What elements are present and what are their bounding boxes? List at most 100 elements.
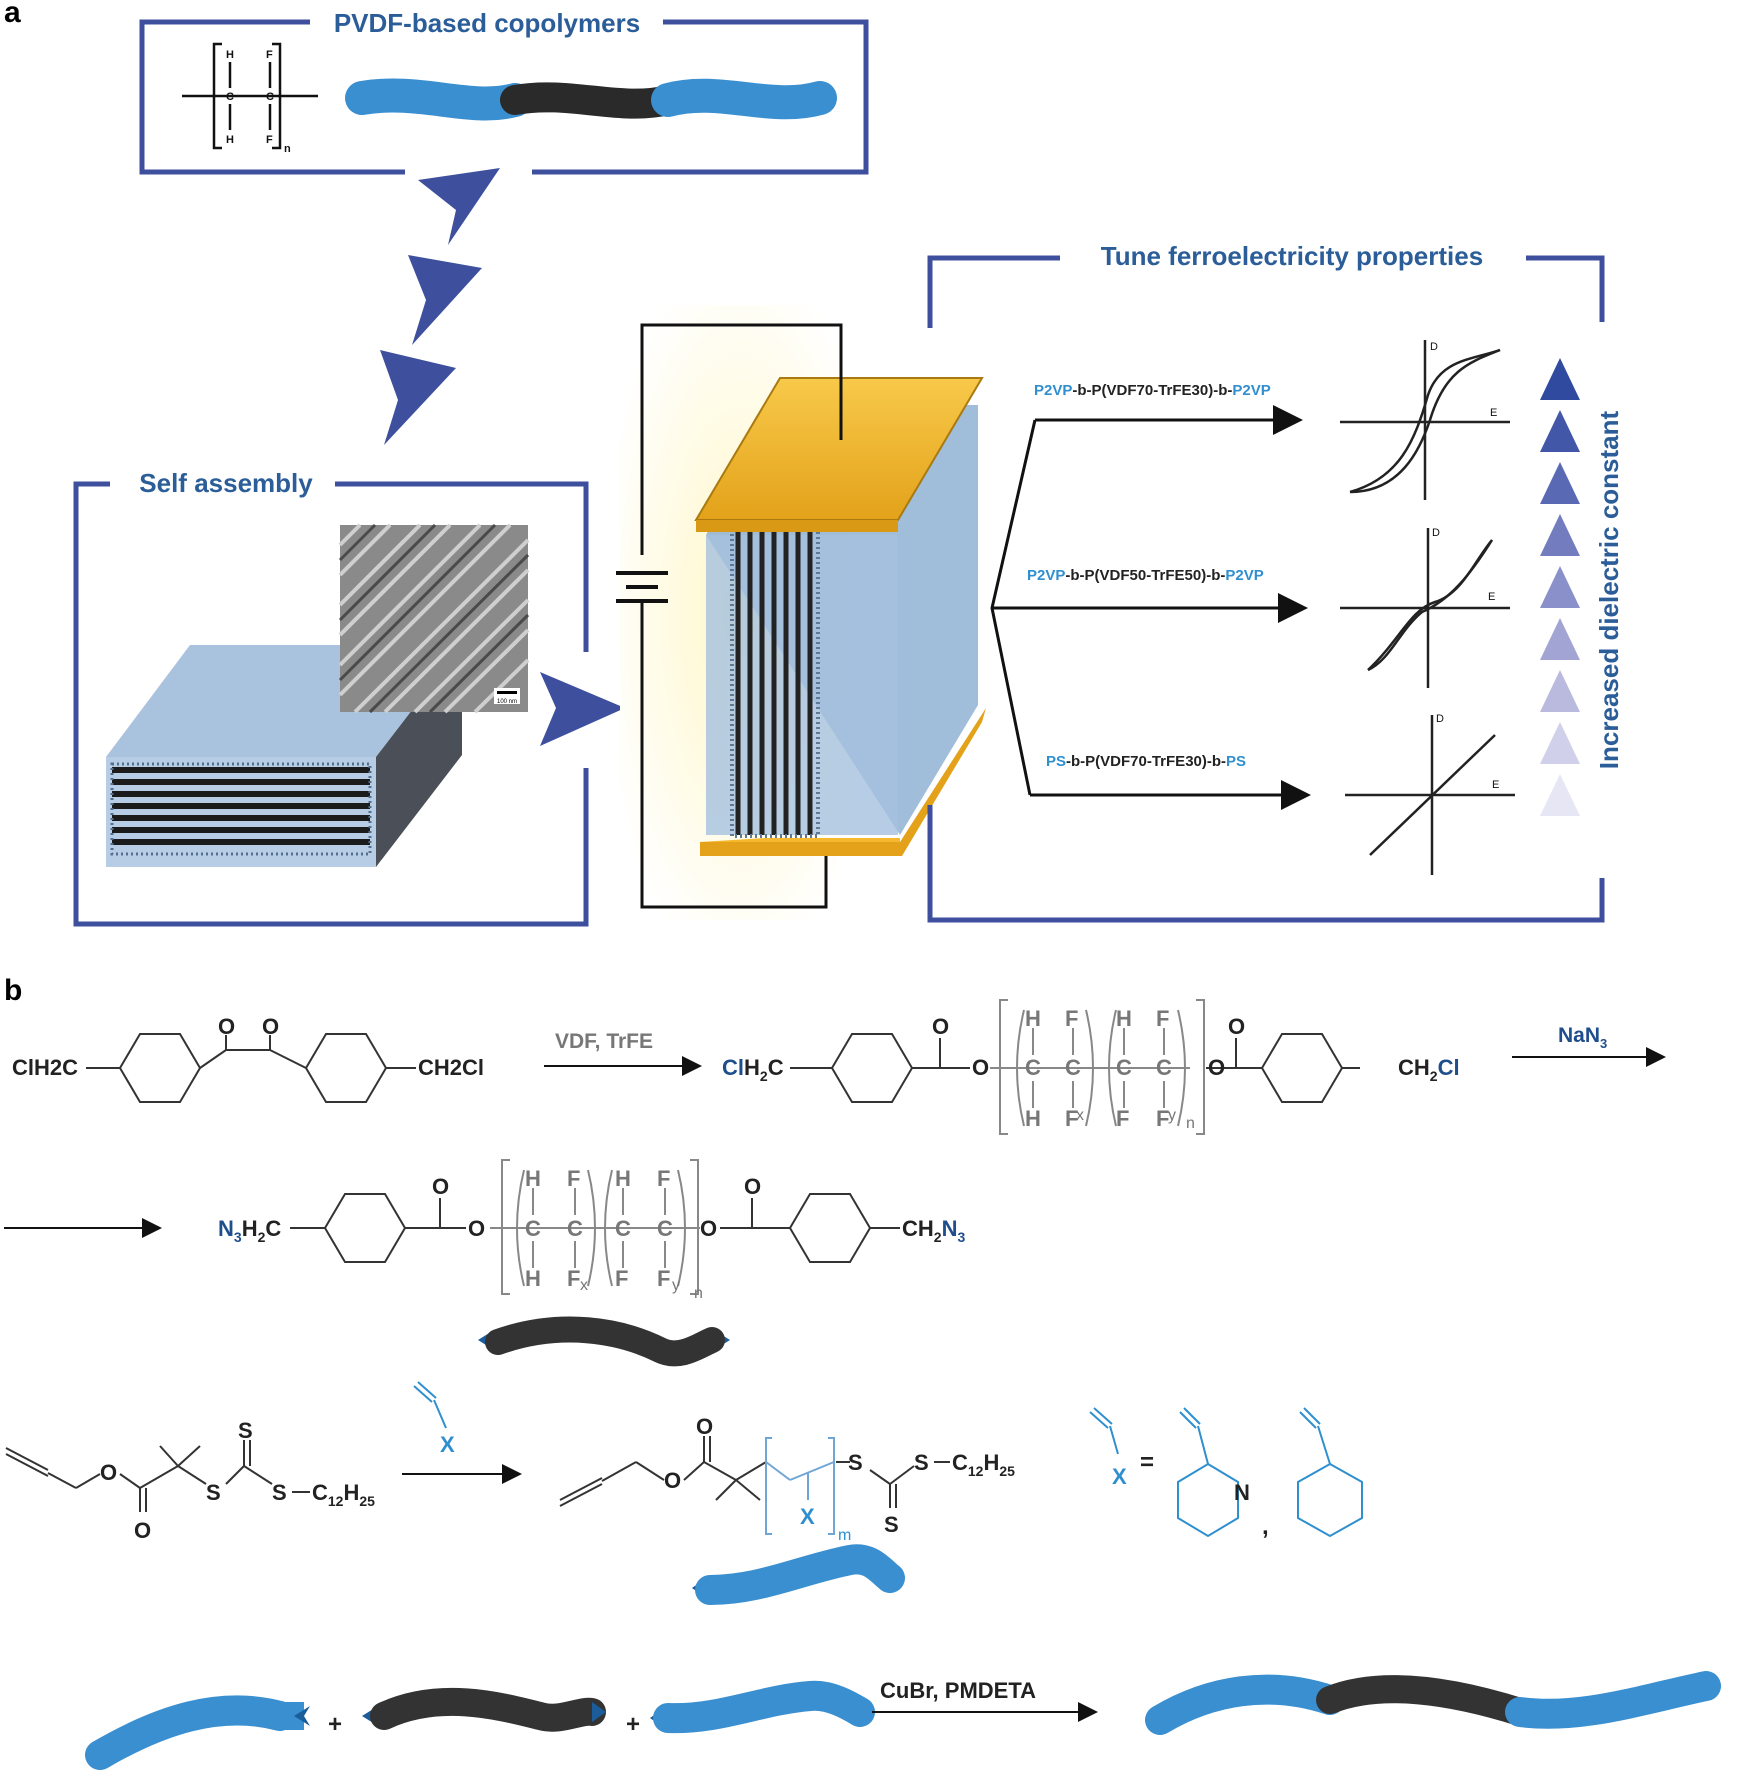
row3-label: PS-b-P(VDF70-TrFE30)-b-PS [1046, 753, 1246, 770]
az-h1: H [525, 1166, 541, 1191]
p1-h3: H [1025, 1106, 1041, 1131]
x-definition [1089, 1407, 1363, 1538]
mr-o-ester: O [664, 1468, 681, 1493]
click-reactant-blue-right [650, 1680, 875, 1734]
row1-post: P2VP [1232, 382, 1270, 399]
benzil-structure [86, 1033, 416, 1103]
tem-inset: 100 nm [338, 523, 530, 714]
dielectric-triangles [1540, 358, 1580, 816]
p1-f3: F [1065, 1106, 1078, 1131]
macro-raft-structure [559, 1436, 950, 1508]
dielectric-label: Increased dielectric constant [1594, 410, 1624, 769]
raft-agent-structure [5, 1440, 310, 1512]
row2-pre: P2VP [1027, 567, 1065, 584]
plot2-d: D [1432, 527, 1440, 539]
click-reactant-black [362, 1687, 606, 1732]
row3-mid: P(VDF70-TrFE30) [1085, 753, 1207, 770]
row1-mid: P(VDF70-TrFE30) [1092, 382, 1214, 399]
monomer-c2: C [266, 91, 274, 103]
pyridine-n: N [1234, 1480, 1250, 1505]
azide-chain-icon [478, 1316, 730, 1367]
battery-icon [616, 571, 668, 603]
az-sub-x: x [580, 1277, 588, 1294]
panel-a-label: a [4, 0, 21, 29]
pvdf-title: PVDF-based copolymers [334, 8, 640, 38]
p1-sub-x: x [1076, 1107, 1084, 1124]
row3-b1: -b- [1066, 753, 1085, 770]
monomer-h-top: H [226, 49, 234, 61]
azide-structure [290, 1193, 900, 1263]
p1-o-carbonyl-left: O [932, 1014, 949, 1039]
row3-pre: PS [1046, 753, 1066, 770]
mr-s1: S [848, 1450, 863, 1475]
mr-sub-m: m [838, 1527, 851, 1544]
p1-right-group: CH2Cl [1398, 1055, 1460, 1084]
az-o3: O [700, 1216, 717, 1241]
raft-s3: S [272, 1480, 287, 1505]
self-assembly-frame [73, 481, 589, 927]
azide-repeat-unit [490, 1159, 700, 1295]
monomer-f-top: F [266, 49, 273, 61]
reagent-cubr: CuBr, PMDETA [880, 1678, 1036, 1703]
row2-mid: P(VDF50-TrFE50) [1085, 567, 1207, 584]
monomer-h-bottom: H [226, 134, 234, 146]
triblock-chain-top [345, 78, 837, 121]
mr-x: X [800, 1504, 815, 1529]
plus-2: + [626, 1711, 640, 1738]
reagent-nan3: NaN3 [1558, 1024, 1607, 1051]
p1-c2: C [1065, 1055, 1081, 1080]
p1-o-carbonyl-right: O [1228, 1014, 1245, 1039]
p1-c1: C [1025, 1055, 1041, 1080]
monomer-c1: C [226, 91, 234, 103]
pvdf-frame [139, 19, 869, 175]
plot2-e: E [1488, 591, 1495, 603]
reagent-vdf-trfe: VDF, TrFE [555, 1030, 653, 1053]
az-f3: F [567, 1266, 580, 1291]
row2-b2: -b- [1206, 567, 1225, 584]
click-reactant-blue-left [85, 1695, 310, 1770]
plot3-e: E [1492, 779, 1499, 791]
row2-b1: -b- [1065, 567, 1084, 584]
raft-o-ester: O [100, 1460, 117, 1485]
az-sub-y: y [672, 1277, 680, 1294]
blue-chain-icon [692, 1544, 905, 1605]
az-o4: O [744, 1174, 761, 1199]
az-h3: H [525, 1266, 541, 1291]
az-c2: C [567, 1216, 583, 1241]
r1-right-group: CH2Cl [418, 1055, 484, 1080]
az-h2: H [615, 1166, 631, 1191]
capacitor-device [616, 305, 986, 920]
lamellae [112, 767, 370, 845]
plot1-d: D [1430, 341, 1438, 353]
panel-b-label: b [4, 974, 22, 1007]
p1-o-ester-right: O [1208, 1055, 1225, 1080]
p1-h2: H [1116, 1006, 1132, 1031]
raft-o-carbonyl: O [134, 1518, 151, 1543]
row1-label: P2VP-b-P(VDF70-TrFE30)-b-P2VP [1034, 382, 1271, 399]
self-assembly-title: Self assembly [139, 468, 313, 498]
r1-o2: O [262, 1014, 279, 1039]
az-f5: F [657, 1266, 670, 1291]
raft-s2: S [238, 1418, 253, 1443]
process-arrows [380, 168, 625, 746]
macroinitiator-repeat-unit [990, 999, 1205, 1135]
raft-c12: C12H25 [312, 1480, 375, 1509]
p1-c3: C [1116, 1055, 1132, 1080]
p1-f2: F [1156, 1006, 1169, 1031]
row1-b2: -b- [1213, 382, 1232, 399]
plot3-d: D [1436, 713, 1444, 725]
az-f1: F [567, 1166, 580, 1191]
xdef-eq: = [1140, 1449, 1154, 1476]
p1-cl-left: Cl [722, 1055, 744, 1080]
tune-title: Tune ferroelectricity properties [1101, 241, 1483, 271]
az-c3: C [615, 1216, 631, 1241]
p1-f1: F [1065, 1006, 1078, 1031]
monomer-f-bottom: F [266, 134, 273, 146]
az-f4: F [615, 1266, 628, 1291]
vertical-lamellae [735, 530, 813, 835]
p1-f4: F [1116, 1106, 1129, 1131]
p1-h1: H [1025, 1006, 1041, 1031]
triblock-product-chain [1145, 1671, 1721, 1735]
p1-sub-n: n [1186, 1115, 1195, 1132]
